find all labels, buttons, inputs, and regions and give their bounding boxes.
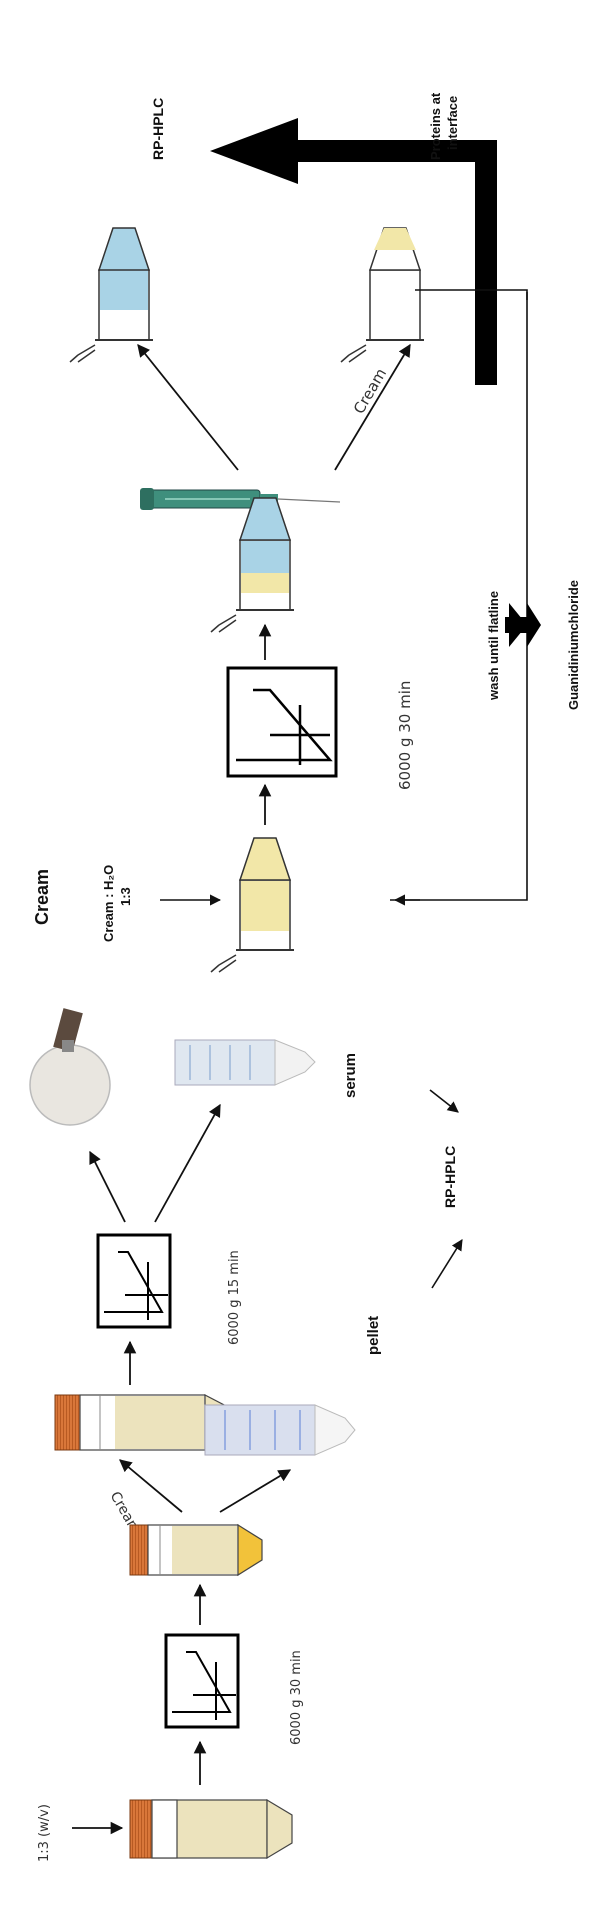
wash-until-flatline-label: wash until flatline — [486, 591, 501, 701]
centrifuge-icon-15min — [96, 1233, 172, 1329]
arrow-to-serum-tube — [137, 344, 239, 471]
rp-hplc-bottom-label: RP-HPLC — [442, 1146, 458, 1208]
arrow-cream-to-pale-tube — [119, 1459, 183, 1513]
centrifuge-icon-30min-bottom — [164, 1633, 240, 1729]
filter-disk-image — [29, 1008, 111, 1126]
thick-top-bar — [386, 140, 497, 162]
centrifuge-label-30min-bottom: 6000 g 30 min — [289, 1650, 304, 1745]
cream-h2o-ratio-label-1: Cream : H₂O — [101, 865, 116, 942]
cream-section-title: Cream — [32, 869, 52, 925]
proteins-interface-label-1: Proteins at — [428, 92, 443, 160]
wash-loop-line — [390, 289, 528, 901]
tube-cream-pale — [54, 1394, 231, 1451]
serum-label: serum — [342, 1053, 359, 1098]
arrow-serum-to-rp-hplc — [429, 1089, 459, 1113]
arrow-to-cream-tube — [334, 343, 411, 471]
falcon-tube-serum — [174, 1039, 316, 1086]
falcon-tube-pellet — [204, 1404, 356, 1456]
cream-arrow-label-top: Cream — [350, 365, 390, 417]
centrifuge-label-15min: 6000 g 15 min — [227, 1250, 242, 1345]
big-left-arrow-rp-hplc — [210, 118, 390, 184]
thick-arrow-guanidinium — [505, 603, 541, 647]
rp-hplc-top-label: RP-HPLC — [150, 98, 166, 160]
thick-return-path — [475, 140, 497, 385]
tube-start — [129, 1798, 293, 1860]
arrow-pellet-to-rp-hplc — [431, 1239, 463, 1289]
proteins-interface-label-2: interface — [445, 96, 460, 150]
pellet-label: pellet — [365, 1316, 382, 1355]
cream-h2o-ratio-label-2: 1:3 — [118, 887, 133, 906]
ratio-wv-label: 1:3 (w/v) — [37, 1804, 52, 1862]
tube-layered-middle — [210, 497, 294, 633]
tube-serum-top — [69, 227, 153, 363]
syringe — [140, 488, 341, 510]
arrow-to-pellet-falcon — [219, 1469, 292, 1513]
tube-cream-top — [340, 227, 424, 363]
centrifuge-label-top: 6000 g 30 min — [396, 681, 414, 790]
tube-layered-bottom — [129, 1523, 263, 1577]
tube-cream-start — [210, 837, 294, 973]
arrow-to-serum-falcon — [154, 1103, 221, 1223]
centrifuge-icon-top — [226, 666, 338, 778]
guanidiniumchloride-label: Guanidiniumchloride — [566, 580, 581, 710]
arrow-to-filter — [89, 1150, 126, 1223]
